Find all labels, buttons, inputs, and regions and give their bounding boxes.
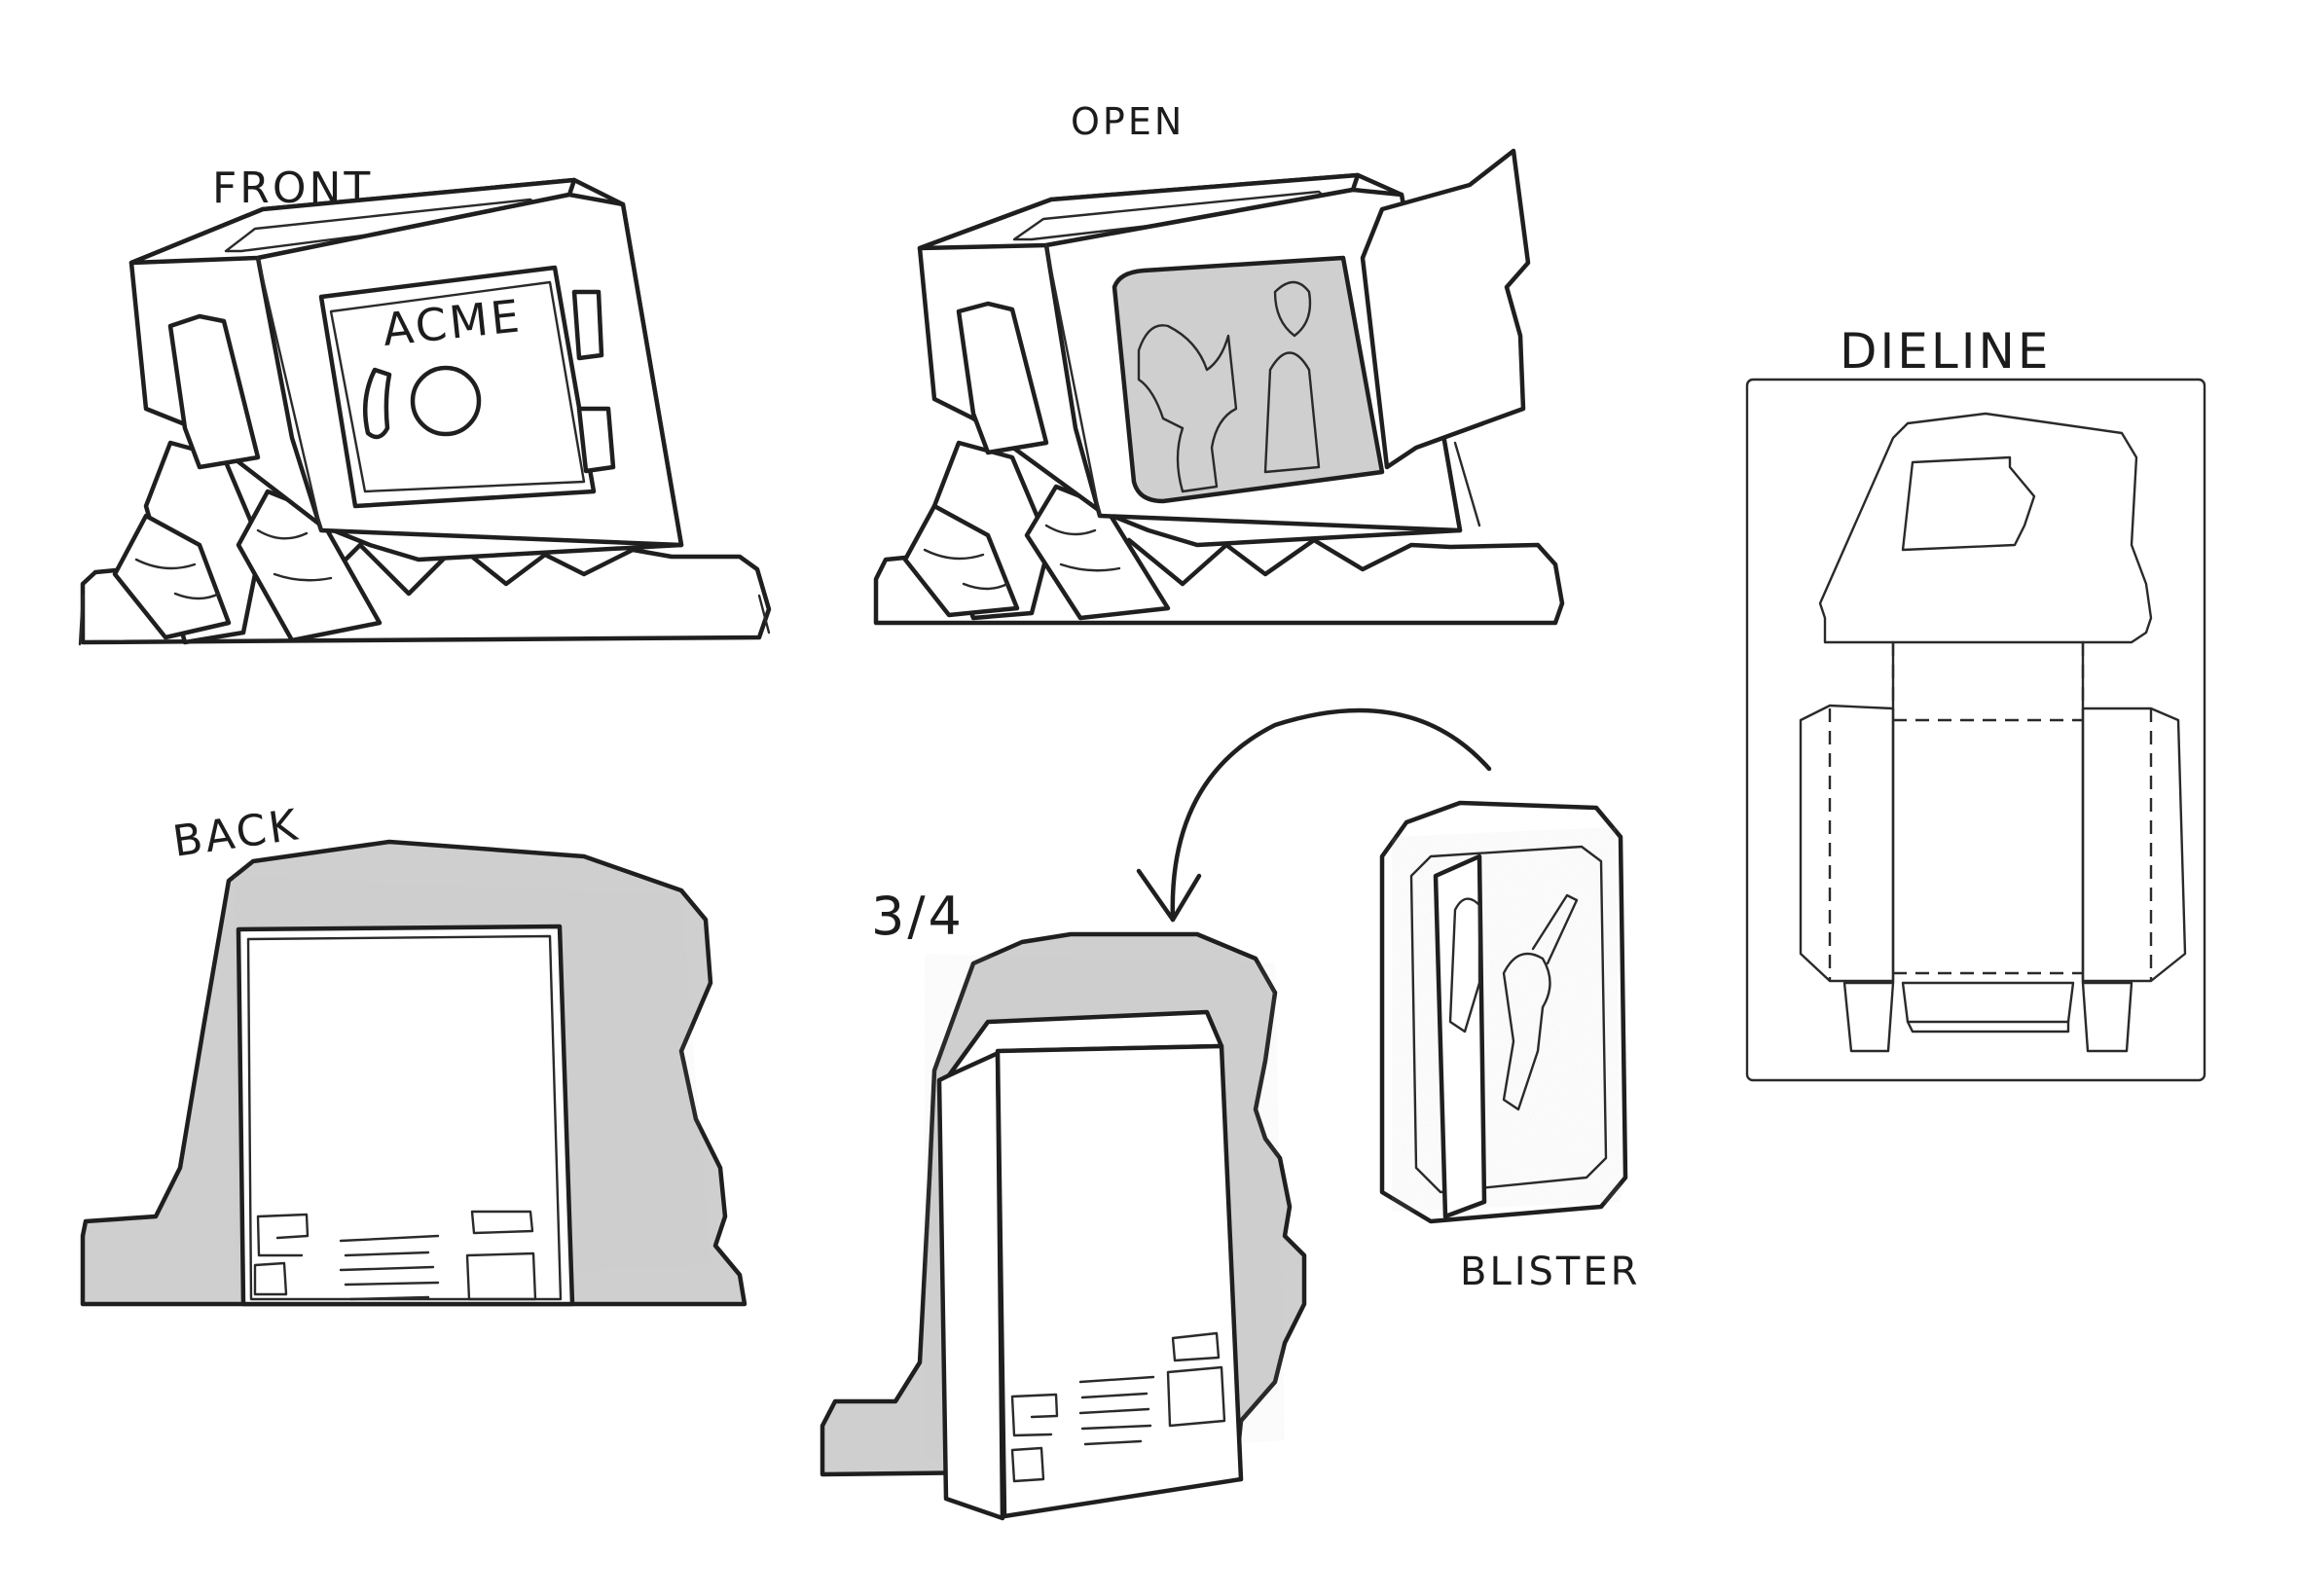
dieline-label: DIELINE	[1840, 323, 2051, 380]
acme-logo-circle	[410, 365, 482, 437]
three-quarter-label: 3/4	[871, 886, 965, 947]
back-view-sketch: BACK	[80, 800, 747, 1307]
dieline-sketch: DIELINE	[1745, 323, 2206, 1082]
arrow-head	[1136, 868, 1202, 923]
blister-label: BLISTER	[1460, 1250, 1640, 1294]
open-view-sketch: OPEN	[873, 100, 1565, 626]
front-view-sketch: FRONT ACME	[78, 163, 772, 646]
blister-sketch: BLISTER	[1379, 800, 1640, 1294]
dieline-frame	[1745, 378, 2206, 1082]
three-quarter-view-sketch: 3/4	[820, 707, 1492, 1521]
arrow-path	[1170, 707, 1492, 923]
open-label: OPEN	[1071, 100, 1185, 143]
acme-logo-pill	[362, 367, 392, 440]
